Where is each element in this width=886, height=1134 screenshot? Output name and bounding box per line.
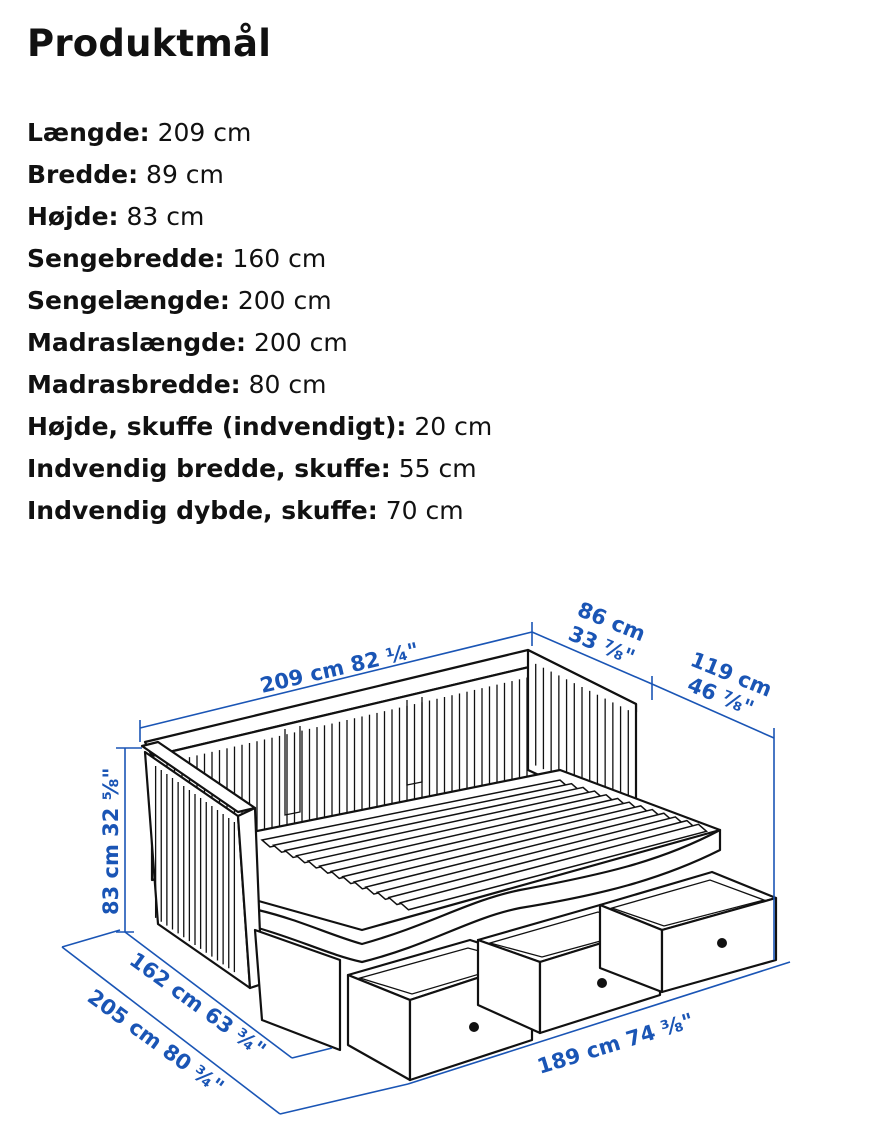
drawer-3	[598, 870, 778, 994]
spec-bed-width: Sengebredde: 160 cm	[27, 244, 327, 273]
spec-drawer-inner-width: Indvendig bredde, skuffe: 55 cm	[27, 454, 477, 483]
left-side-panel	[140, 740, 264, 990]
page-title: Produktmål	[27, 22, 272, 65]
dimension-lines	[61, 622, 791, 1115]
spec-drawer-height: Højde, skuffe (indvendigt): 20 cm	[27, 412, 493, 441]
spec-bed-length: Sengelængde: 200 cm	[27, 286, 332, 315]
daybed-dimension-drawing: 209 cm 82 ¼" 86 cm 33 ⅞" 119 cm 46 ⅞" 83…	[61, 597, 791, 1115]
slatted-base	[250, 768, 722, 964]
spec-height: Højde: 83 cm	[27, 202, 205, 231]
dimension-list: Længde: 209 cm Bredde: 89 cm Højde: 83 c…	[27, 112, 492, 532]
bed-base	[253, 928, 342, 1052]
spec-mattress-width: Madrasbredde: 80 cm	[27, 370, 327, 399]
spec-width: Bredde: 89 cm	[27, 160, 224, 189]
spec-length: Længde: 209 cm	[27, 118, 252, 147]
spec-mattress-length: Madraslængde: 200 cm	[27, 328, 348, 357]
dim-height-label: 83 cm 32 ⅝"	[99, 768, 123, 915]
spec-drawer-inner-depth: Indvendig dybde, skuffe: 70 cm	[27, 496, 464, 525]
